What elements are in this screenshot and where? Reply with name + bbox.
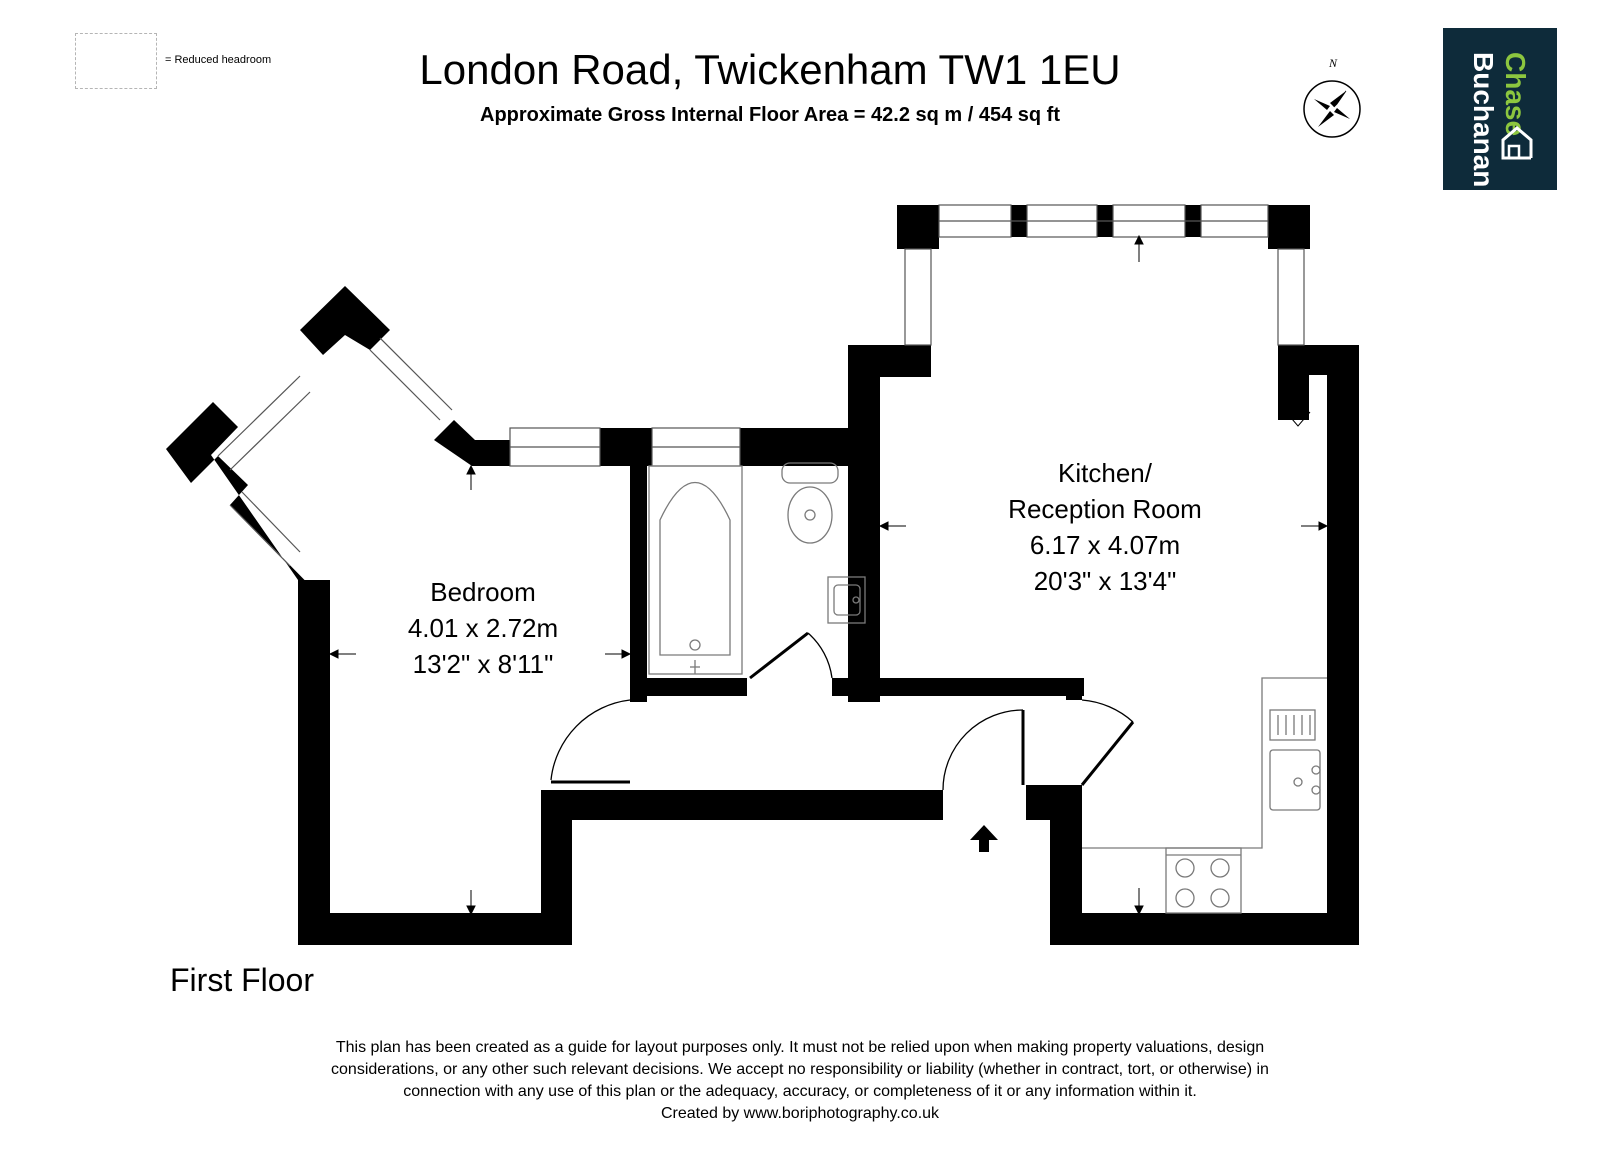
window-mullion-2 <box>1097 205 1113 237</box>
page-title: London Road, Twickenham TW1 1EU <box>419 46 1121 93</box>
kitchen-south-wall <box>1050 913 1359 945</box>
chase-buchanan-logo: Chase Buchanan <box>1443 28 1557 190</box>
entrance-arrow-icon <box>970 825 998 852</box>
doors <box>550 631 1135 791</box>
worktop-icon <box>1082 677 1327 849</box>
kitchen-northeast-nib <box>1278 345 1359 375</box>
kitchen-imperial-size: 20'3" x 13'4" <box>1033 566 1177 596</box>
kitchen-east-wall <box>1327 345 1359 945</box>
disclaimer: This plan has been created as a guide fo… <box>0 1037 1600 1125</box>
logo-line2: Buchanan <box>1468 52 1499 187</box>
kitchen-name-line2: Reception Room <box>1008 494 1202 524</box>
reduced-headroom-swatch <box>75 33 157 89</box>
toilet-bowl-icon <box>787 486 833 544</box>
hall-south-wall <box>541 790 943 820</box>
compass-north-label: N <box>1328 56 1338 70</box>
kitchen-metric-size: 6.17 x 4.07m <box>1029 530 1181 560</box>
disclaimer-line: connection with any use of this plan or … <box>403 1083 1197 1100</box>
bedroom-name: Bedroom <box>430 577 536 607</box>
logo-line1: Chase <box>1500 52 1531 136</box>
bedroom-label: Bedroom 4.01 x 2.72m 13'2" x 8'11" <box>378 574 588 682</box>
kitchen-southwest-wall <box>1050 785 1082 945</box>
bath-south-wall-a <box>630 678 747 696</box>
compass-icon: N <box>1303 56 1361 138</box>
hob-icon <box>1165 847 1242 914</box>
bedroom-imperial-size: 13'2" x 8'11" <box>412 649 554 679</box>
kitchen-door-stop <box>1066 678 1082 700</box>
kitchen-sink-icon <box>1269 749 1321 811</box>
floor-area-subtitle: Approximate Gross Internal Floor Area = … <box>480 104 1060 126</box>
disclaimer-line: This plan has been created as a guide fo… <box>335 1039 1265 1056</box>
floor-label: First Floor <box>170 962 314 998</box>
toilet-cistern-icon <box>781 462 839 484</box>
bath-icon <box>648 465 743 675</box>
bedroom-west-wall <box>298 580 330 945</box>
window-mullion-3 <box>1185 205 1201 237</box>
house-icon <box>1501 126 1533 160</box>
kitchen-northwest-nib <box>848 345 931 377</box>
legend-label: = Reduced headroom <box>165 54 272 66</box>
bath-north-pier <box>600 428 652 466</box>
disclaimer-line: considerations, or any other such releva… <box>331 1061 1269 1078</box>
bedroom-south-wall <box>298 913 572 945</box>
kitchen-name-line1: Kitchen/ <box>1058 458 1152 488</box>
hall-corner-wall <box>541 790 643 820</box>
chimney-breast <box>1278 345 1309 420</box>
wash-basin-icon <box>827 576 866 624</box>
kitchen-ne-pier <box>1268 205 1310 249</box>
bay-top-corner <box>300 286 390 355</box>
bath-north-wall <box>740 428 880 466</box>
kitchen-reception-label: Kitchen/ Reception Room 6.17 x 4.07m 20'… <box>980 455 1230 599</box>
bath-west-wall <box>630 466 647 702</box>
bay-right-corner <box>434 420 510 466</box>
bath-south-wall-b <box>832 678 1084 696</box>
bath-kitchen-partition <box>848 345 880 702</box>
kitchen-door-jamb <box>1026 785 1082 820</box>
credit-line: Created by www.boriphotography.co.uk <box>660 1105 940 1122</box>
drainer-icon <box>1269 709 1316 741</box>
bedroom-bay-corner <box>166 402 330 606</box>
bath-basin-icon <box>659 481 731 656</box>
bedroom-south-jog-wall <box>541 790 572 945</box>
kitchen-nw-pier <box>897 205 939 249</box>
bedroom-metric-size: 4.01 x 2.72m <box>407 613 559 643</box>
window-mullion-1 <box>1011 205 1027 237</box>
